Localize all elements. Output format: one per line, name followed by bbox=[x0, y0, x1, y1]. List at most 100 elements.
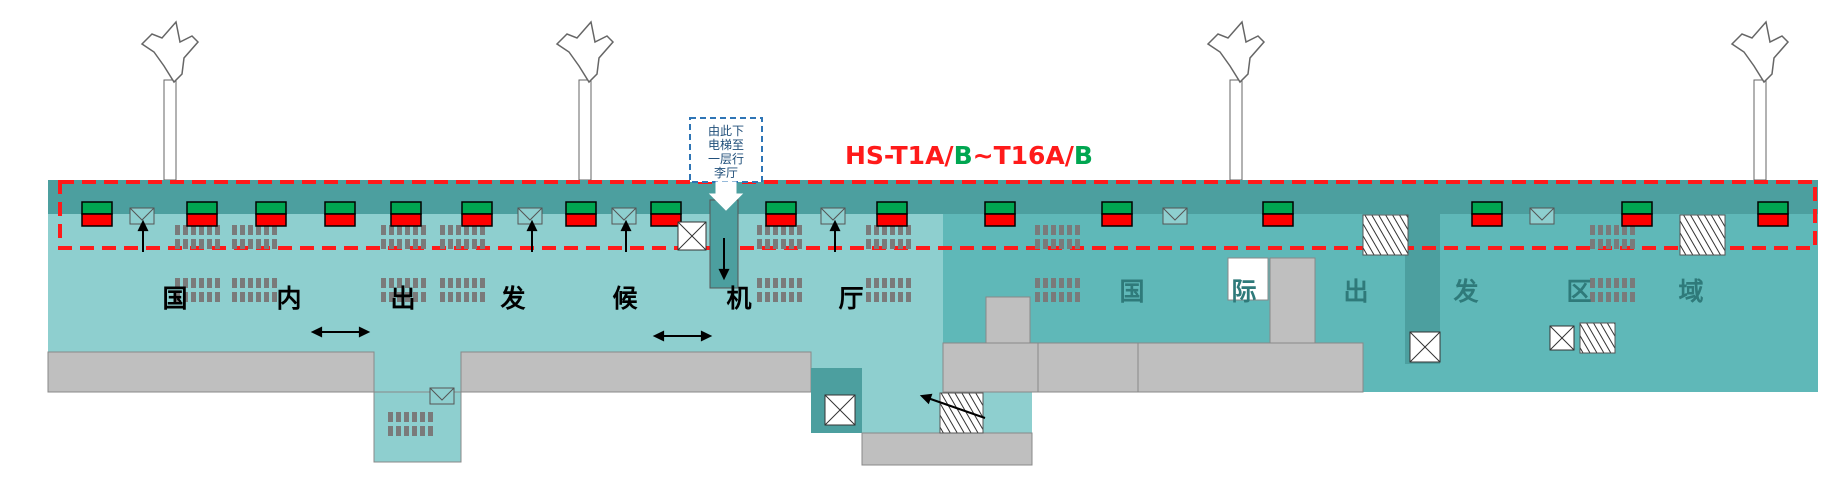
gate-zone-boundary bbox=[58, 180, 1817, 250]
gate-icon bbox=[984, 201, 1016, 227]
domestic-hall bbox=[48, 214, 943, 352]
arrow-icon bbox=[137, 219, 149, 252]
airplane-icon bbox=[555, 20, 615, 181]
seat-block bbox=[388, 412, 433, 436]
domestic-zone-label: 厅 bbox=[838, 284, 863, 313]
international-zone-label: 际 bbox=[1231, 277, 1256, 306]
checkpoint-icon bbox=[517, 207, 543, 225]
checkpoints bbox=[129, 207, 1555, 405]
seat-block bbox=[175, 225, 220, 249]
international-zone-label: 域 bbox=[1678, 277, 1703, 306]
arrows bbox=[137, 219, 986, 419]
gate-icon bbox=[565, 201, 597, 227]
elevator-icon bbox=[824, 394, 856, 426]
elevator-note-line: 电梯至 bbox=[708, 138, 744, 152]
arrow-icon bbox=[829, 219, 841, 252]
seat-block bbox=[1590, 278, 1635, 302]
arrow-icon bbox=[919, 393, 986, 419]
gate-icon bbox=[1262, 201, 1294, 227]
gate-icon bbox=[765, 201, 797, 227]
seat-block bbox=[232, 278, 277, 302]
seating bbox=[175, 225, 1635, 436]
title-part: B bbox=[1074, 141, 1093, 170]
escalator-icon bbox=[939, 392, 984, 434]
airplane-icon bbox=[140, 20, 200, 181]
elevator-note-line: 由此下 bbox=[708, 124, 744, 138]
gate-icon bbox=[390, 201, 422, 227]
gate-icon bbox=[650, 201, 682, 227]
seat-block bbox=[866, 225, 911, 249]
title-part: B bbox=[954, 141, 973, 170]
airplanes bbox=[140, 20, 1790, 181]
seat-block bbox=[1035, 278, 1080, 302]
service-block bbox=[861, 432, 1033, 466]
gate-icon bbox=[255, 201, 287, 227]
checkpoint-icon bbox=[611, 207, 637, 225]
seat-block bbox=[175, 278, 220, 302]
gate-range-title: HS-T1A/B~T16A/B bbox=[845, 141, 1093, 170]
arrow-icon bbox=[310, 326, 371, 338]
elevator-icon bbox=[1549, 325, 1575, 351]
seat-block bbox=[1035, 225, 1080, 249]
zone-labels: 国内出发候机厅国际出发区域 bbox=[162, 277, 1703, 313]
arrow-icon bbox=[526, 219, 538, 252]
international-zone-label: 国 bbox=[1119, 277, 1144, 306]
gates bbox=[81, 201, 1789, 227]
gate-icon bbox=[876, 201, 908, 227]
service-block bbox=[460, 351, 812, 393]
gate-icon bbox=[324, 201, 356, 227]
service-block bbox=[1227, 257, 1269, 301]
arrow-icon bbox=[652, 330, 713, 342]
elevator-note: 由此下 电梯至 一层行 李厅 bbox=[689, 117, 763, 211]
service-block bbox=[942, 342, 1039, 393]
service-block bbox=[47, 351, 375, 393]
airplane-icon bbox=[1206, 20, 1266, 181]
title-part: ~T16A/ bbox=[973, 141, 1075, 170]
seat-block bbox=[440, 225, 485, 249]
seat-block bbox=[757, 225, 802, 249]
title-part: HS-T1A/ bbox=[845, 141, 954, 170]
service-block bbox=[1269, 257, 1316, 344]
domestic-zone-label: 发 bbox=[499, 284, 525, 313]
service-block bbox=[985, 296, 1031, 344]
seat-block bbox=[440, 278, 485, 302]
checkpoint-icon bbox=[820, 207, 846, 225]
arrow-icon bbox=[620, 219, 632, 252]
gate-icon bbox=[1621, 201, 1653, 227]
escalator-icon bbox=[1579, 322, 1616, 354]
checkpoint-icon bbox=[129, 207, 155, 225]
elevator-note-line: 一层行 bbox=[708, 152, 744, 166]
domestic-zone-label: 国 bbox=[162, 284, 187, 313]
seat-block bbox=[1590, 225, 1635, 249]
gate-icon bbox=[461, 201, 493, 227]
gate-icon bbox=[1471, 201, 1503, 227]
domestic-zone-label: 候 bbox=[612, 284, 638, 313]
seat-block bbox=[381, 278, 426, 302]
domestic-zone-label: 机 bbox=[726, 284, 751, 313]
gate-icon bbox=[1757, 201, 1789, 227]
elevator-icon bbox=[1409, 331, 1441, 363]
checkpoint-icon bbox=[429, 387, 455, 405]
elevator-icon bbox=[677, 221, 707, 251]
service-block bbox=[1037, 342, 1139, 393]
international-zone-label: 区 bbox=[1566, 277, 1591, 306]
seat-block bbox=[866, 278, 911, 302]
seat-block bbox=[381, 225, 426, 249]
elevator-note-line: 李厅 bbox=[714, 165, 738, 180]
international-zone-label: 出 bbox=[1343, 277, 1368, 306]
international-zone-label: 发 bbox=[1452, 277, 1478, 306]
gate-icon bbox=[81, 201, 113, 227]
domestic-zone-label: 出 bbox=[390, 284, 415, 313]
seat-block bbox=[757, 278, 802, 302]
gate-icon bbox=[186, 201, 218, 227]
escalator-icon bbox=[1362, 214, 1409, 256]
domestic-zone-label: 内 bbox=[276, 284, 301, 313]
service-block bbox=[1137, 342, 1364, 393]
checkpoint-icon bbox=[1162, 207, 1188, 225]
airplane-icon bbox=[1730, 20, 1790, 181]
escalator-icon bbox=[1679, 214, 1726, 256]
checkpoint-icon bbox=[1529, 207, 1555, 225]
gate-icon bbox=[1101, 201, 1133, 227]
arrow-icon bbox=[718, 238, 730, 281]
